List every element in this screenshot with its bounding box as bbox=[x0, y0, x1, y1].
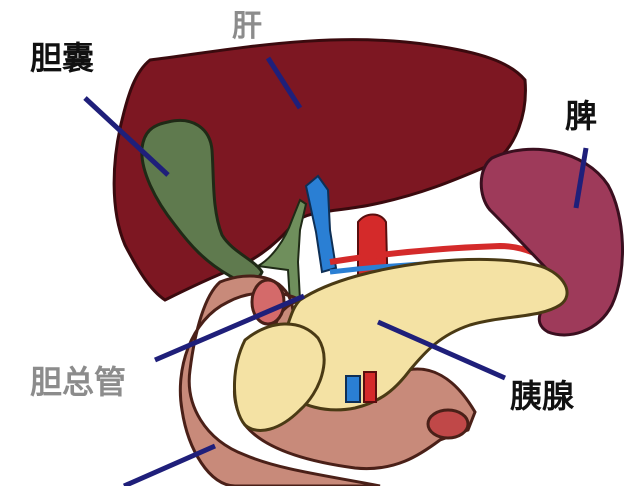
spleen-shape bbox=[479, 147, 624, 337]
mesenteric-artery bbox=[363, 371, 377, 403]
label-gallbladder: 胆囊 bbox=[30, 39, 95, 77]
label-spleen: 脾 bbox=[565, 97, 598, 135]
leader-line-liver bbox=[265, 56, 303, 110]
label-common-bile-duct: 胆总管 bbox=[30, 363, 127, 401]
leader-line-spleen bbox=[573, 147, 589, 209]
label-pancreas: 胰腺 bbox=[510, 377, 575, 415]
pancreas-head bbox=[233, 322, 326, 432]
leader-line-common-bile-duct bbox=[154, 293, 305, 363]
jejunum-opening bbox=[426, 408, 470, 440]
leader-line-gallbladder bbox=[83, 96, 170, 177]
portal-vein-shape bbox=[304, 174, 338, 274]
mesenteric-vein bbox=[345, 375, 361, 403]
leader-line-duodenum bbox=[122, 443, 217, 486]
label-liver: 肝 bbox=[232, 9, 262, 44]
leader-line-pancreas bbox=[376, 319, 507, 381]
